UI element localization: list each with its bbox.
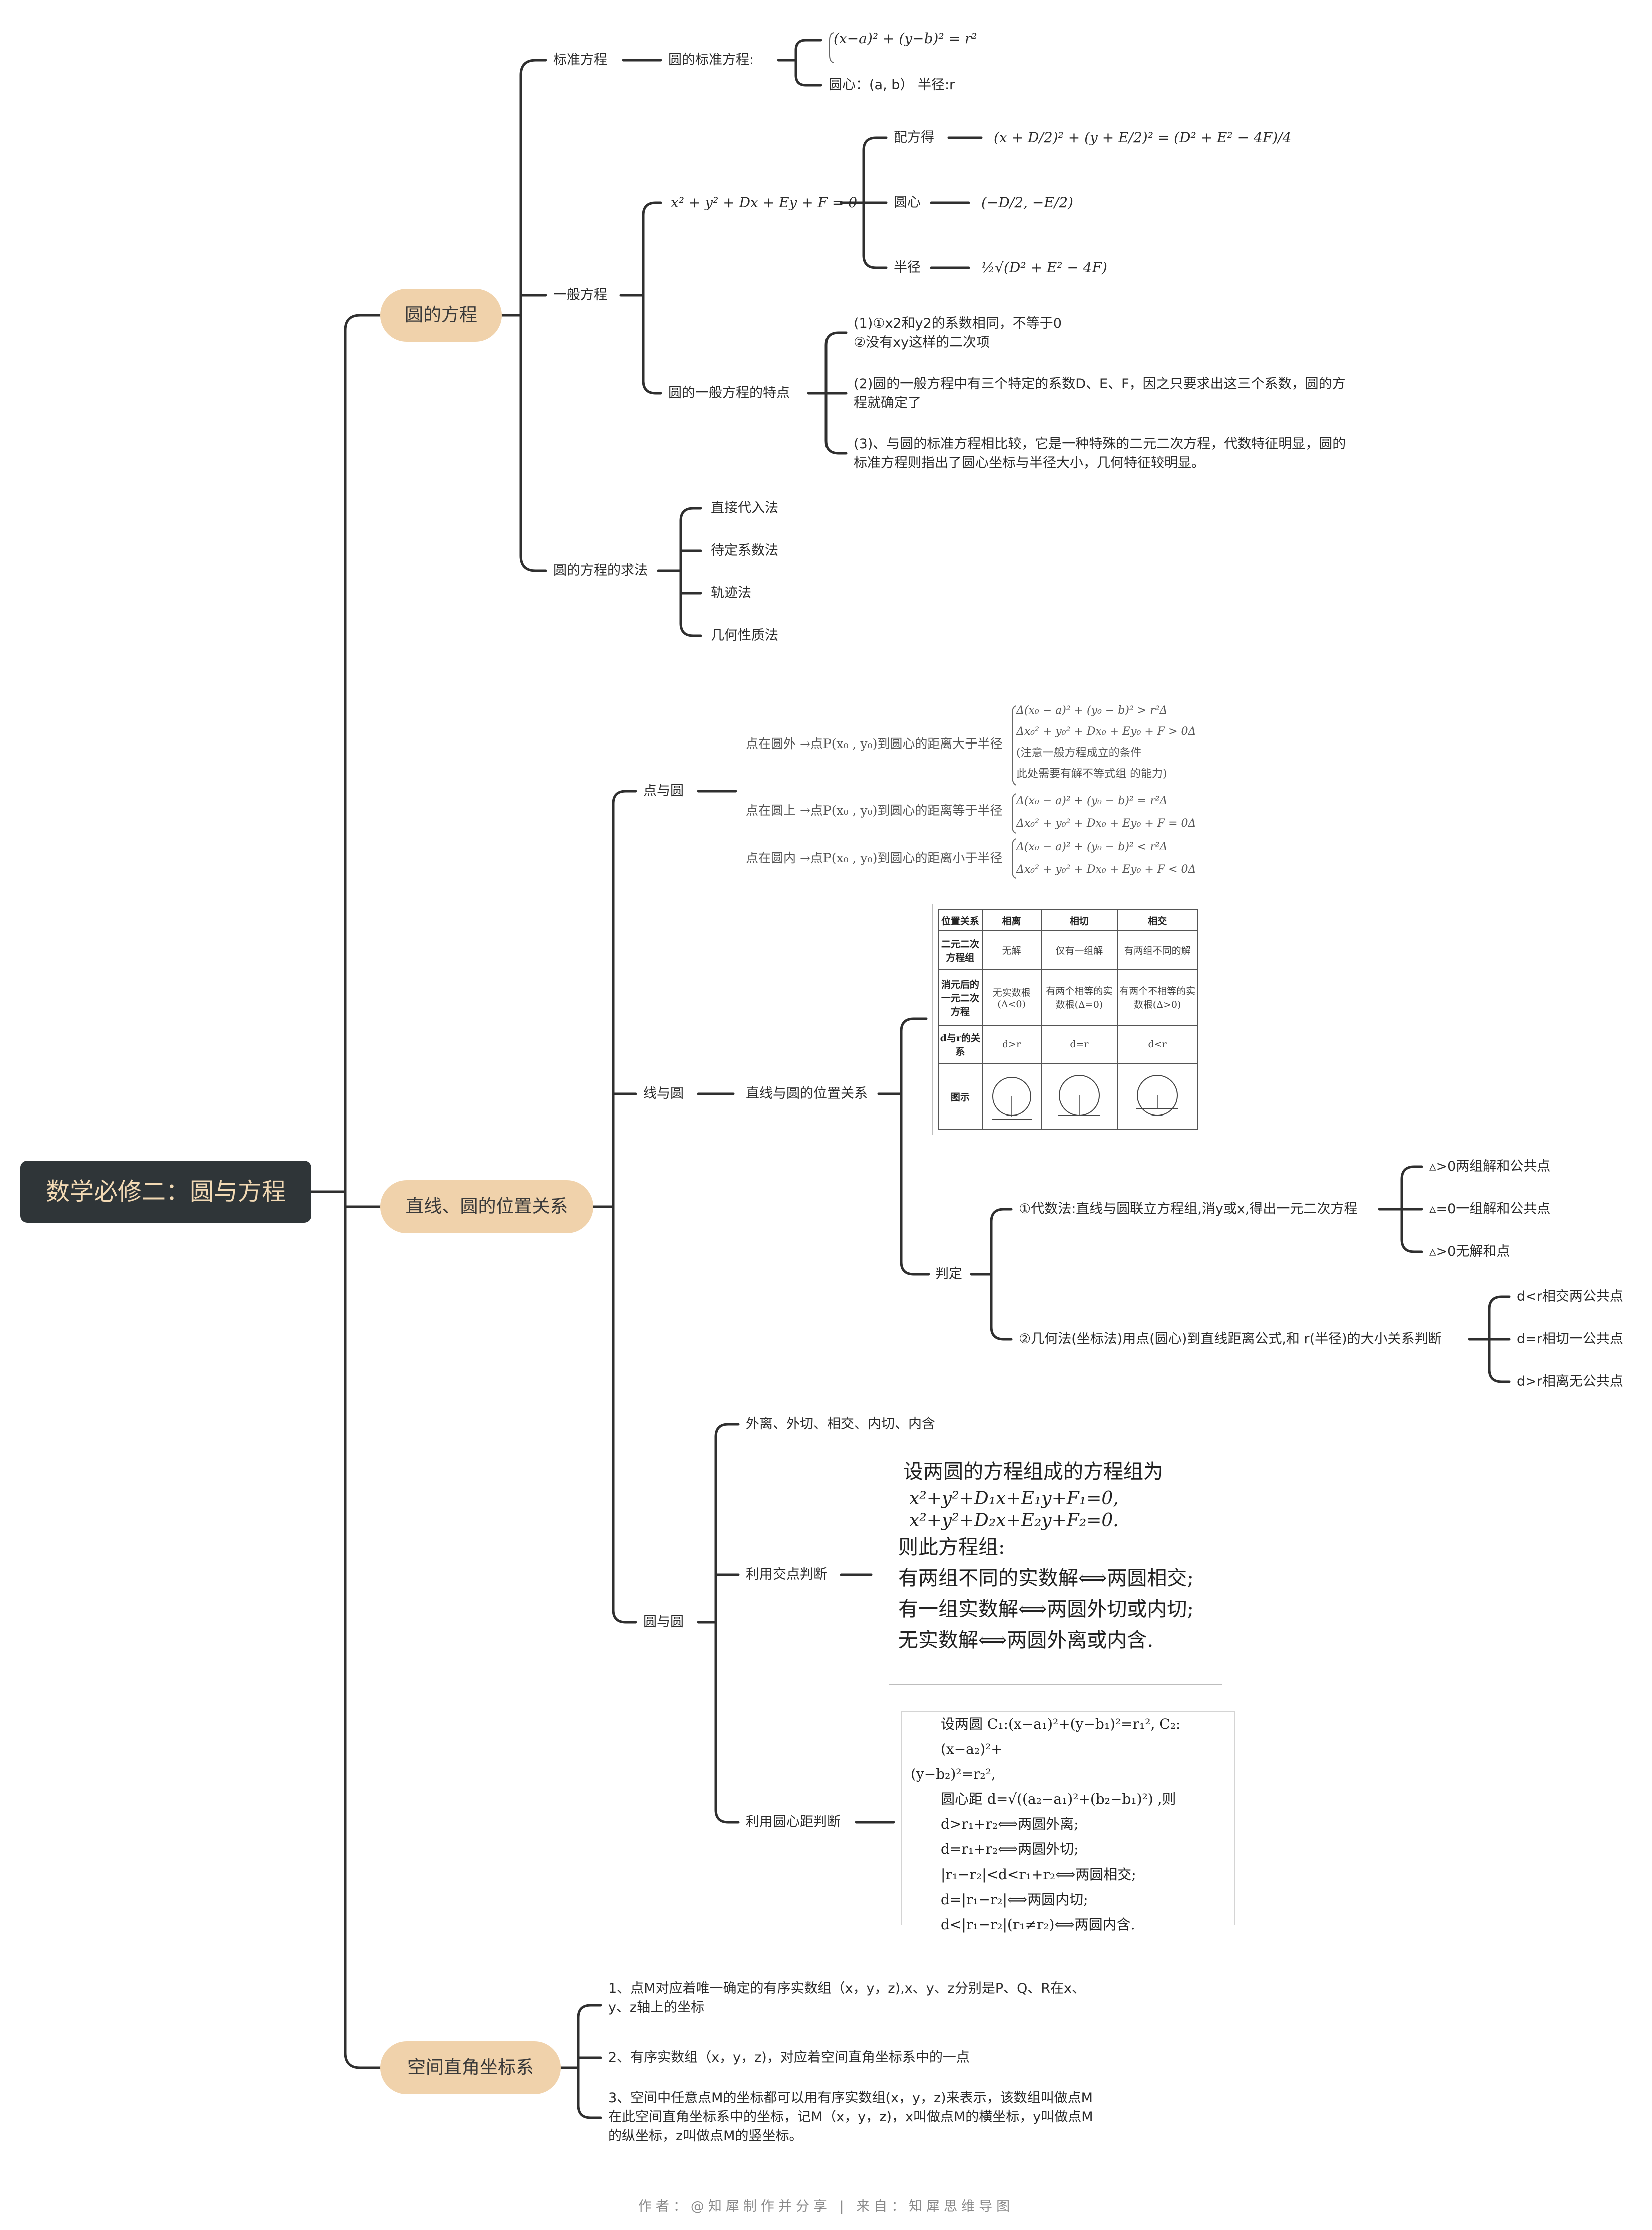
point-inside-f1: Δ(x₀ − a)² + (y₀ − b)² < r²Δ [1016,841,1168,853]
point-outside-f3: (注意一般方程成立的条件 [1016,747,1142,759]
relation-table: 位置关系 相离 相切 相交 二元二次方程组 无解 仅有一组解 有两组不同的解 消… [938,909,1198,1130]
table-header-cell: 相切 [1040,909,1118,932]
node-intersection-judge[interactable]: 利用交点判断 [746,1567,827,1582]
node-solve-methods[interactable]: 圆的方程的求法 [553,563,648,578]
table-cell: 无实数根(Δ<0) [981,969,1042,1026]
table-header-cell: 相离 [981,909,1042,932]
node-general-equation[interactable]: 一般方程 [553,287,607,303]
node-complete-square[interactable]: 配方得 [894,130,934,145]
node-standard-center-radius[interactable]: 圆心：(a, b） 半径:r [829,77,955,93]
distance-line: (y−b₂)²=r₂², [911,1766,996,1782]
table-cell: 消元后的一元二次方程 [938,969,983,1026]
space-item[interactable]: 1、点M对应着唯一确定的有序实数组（x，y，z),x、y、z分别是P、Q、R在x… [608,1981,1086,2015]
feature-3[interactable]: (3)、与圆的标准方程相比较，它是一种特殊的二元二次方程，代数特征明显，圆的标准… [854,436,1346,471]
distance-line: d=r₁+r₂⟺两圆外切; [941,1841,1079,1857]
relation-table-image: 位置关系 相离 相切 相交 二元二次方程组 无解 仅有一组解 有两组不同的解 消… [932,904,1203,1135]
table-cell: d与r的关系 [938,1024,983,1065]
space-item[interactable]: 3、空间中任意点M的坐标都可以用有序实数组(x，y，z)来表示，该数组叫做点M在… [608,2090,1093,2144]
table-cell: 图示 [938,1063,983,1130]
feature-2[interactable]: (2)圆的一般方程中有三个特定的系数D、E、F，因之只要求出这三个系数，圆的方程… [854,376,1346,411]
table-cell: 有两组不同的解 [1117,930,1198,970]
alg-item[interactable]: ▵>0无解和点 [1429,1244,1510,1259]
distance-line: d>r₁+r₂⟺两圆外离; [941,1816,1079,1832]
node-algebraic-method[interactable]: ①代数法:直线与圆联立方程组,消y或x,得出一元二次方程 [1019,1201,1358,1217]
geo-item[interactable]: d>r相离无公共点 [1517,1374,1623,1389]
table-cell: d>r [981,1024,1042,1065]
intersect-line: 有两组不同的实数解⟺两圆相交; [898,1567,1194,1590]
distance-line: d<|r₁−r₂|(r₁≠r₂)⟺两圆内含. [941,1916,1135,1933]
formula-general-radius: ½√(D² + E² − 4F) [981,259,1107,276]
intersect-line: x²+y²+D₁x+E₁y+F₁=0, [909,1488,1119,1509]
node-judge[interactable]: 判定 [935,1266,962,1282]
point-on-f1: Δ(x₀ − a)² + (y₀ − b)² = r²Δ [1016,795,1168,807]
category-space-coordinates[interactable]: 空间直角坐标系 [380,2041,561,2094]
intersect-line: 有一组实数解⟺两圆外切或内切; [898,1598,1194,1621]
table-cell: 仅有一组解 [1040,930,1118,970]
point-inside-f2: Δx₀² + y₀² + Dx₀ + Ey₀ + F < 0Δ [1016,863,1196,876]
table-cell: 二元二次方程组 [938,930,983,970]
diagram-tangent [1040,1063,1118,1130]
diagram-intersect [1117,1063,1198,1130]
circle-separate-icon [991,1076,1032,1120]
alg-item[interactable]: ▵>0两组解和公共点 [1429,1159,1551,1174]
space-item[interactable]: 2、有序实数组（x，y，z)，对应着空间直角坐标系中的一点 [608,2050,970,2065]
intersect-line: x²+y²+D₂x+E₂y+F₂=0. [909,1510,1119,1531]
formula-general-eq[interactable]: x² + y² + Dx + Ey + F = 0 [671,194,858,211]
table-cell: 有两个不相等的实数根(Δ>0) [1117,969,1198,1026]
method-item[interactable]: 轨迹法 [711,585,751,601]
center-distance-method-image: 设两圆 C₁:(x−a₁)²+(y−b₁)²=r₁², C₂:(x−a₂)²+ … [901,1711,1235,1933]
category-circle-equation[interactable]: 圆的方程 [380,289,502,342]
table-cell: 有两个相等的实数根(Δ=0) [1040,969,1118,1026]
alg-item[interactable]: ▵=0一组解和公共点 [1429,1201,1551,1217]
method-item[interactable]: 直接代入法 [711,500,778,516]
table-header-cell: 位置关系 [938,909,983,932]
point-on[interactable]: 点在圆上 →点P(x₀ , y₀)到圆心的距离等于半径 [746,803,1003,818]
table-cell: d<r [1117,1024,1198,1065]
distance-line: d=|r₁−r₂|⟺两圆内切; [941,1891,1088,1908]
geo-item[interactable]: d=r相切一公共点 [1517,1331,1623,1347]
diagram-separate [981,1063,1042,1130]
node-standard-eq-sub[interactable]: 圆的标准方程: [668,52,754,68]
node-center-distance-judge[interactable]: 利用圆心距判断 [746,1814,841,1830]
method-item[interactable]: 待定系数法 [711,543,778,558]
formula-general-center: (−D/2, −E/2) [981,194,1073,211]
formula-complete-square: (x + D/2)² + (y + E/2)² = (D² + E² − 4F)… [994,129,1292,146]
formula-standard: (x−a)² + (y−b)² = r² [834,30,977,47]
table-cell: d=r [1040,1024,1118,1065]
point-outside[interactable]: 点在圆外 →点P(x₀ , y₀)到圆心的距离大于半径 [746,736,1003,751]
root-title[interactable]: 数学必修二：圆与方程 [20,1161,311,1223]
node-point-circle[interactable]: 点与圆 [643,783,684,799]
circle-tangent-icon [1058,1074,1100,1116]
table-cell: 无解 [981,930,1042,970]
point-outside-f2: Δx₀² + y₀² + Dx₀ + Ey₀ + F > 0Δ [1016,725,1196,738]
node-line-circle-relation[interactable]: 直线与圆的位置关系 [746,1086,868,1101]
footer-credit: 作者：@知犀制作并分享 | 来自：知犀思维导图 [638,2199,1014,2214]
distance-line: 圆心距 d=√((a₂−a₁)²+(b₂−b₁)²) ,则 [941,1791,1176,1807]
point-outside-f1: Δ(x₀ − a)² + (y₀ − b)² > r²Δ [1016,704,1168,717]
method-item[interactable]: 几何性质法 [711,628,778,643]
node-general-radius[interactable]: 半径 [894,260,921,275]
intersect-line: 则此方程组: [898,1536,1005,1559]
point-on-f2: Δx₀² + y₀² + Dx₀ + Ey₀ + F = 0Δ [1016,817,1196,830]
point-inside[interactable]: 点在圆内 →点P(x₀ , y₀)到圆心的距离小于半径 [746,851,1003,865]
node-standard-equation[interactable]: 标准方程 [553,52,607,68]
intersection-method-image: 设两圆的方程组成的方程组为 x²+y²+D₁x+E₁y+F₁=0, x²+y²+… [889,1456,1222,1685]
category-line-circle-relation[interactable]: 直线、圆的位置关系 [380,1180,593,1233]
node-circle-circle[interactable]: 圆与圆 [643,1614,684,1630]
table-header-cell: 相交 [1117,909,1198,932]
feature-1[interactable]: (1)①x2和y2的系数相同，不等于0 ②没有xy这样的二次项 [854,316,1062,350]
intersect-line: 设两圆的方程组成的方程组为 [903,1460,1163,1483]
distance-line: 设两圆 C₁:(x−a₁)²+(y−b₁)²=r₁², C₂:(x−a₂)²+ [941,1716,1181,1757]
node-geometric-method[interactable]: ②几何法(坐标法)用点(圆心)到直线距离公式,和 r(半径)的大小关系判断 [1019,1331,1442,1347]
point-outside-f4: 此处需要有解不等式组 的能力) [1016,768,1167,780]
intersect-line: 无实数解⟺两圆外离或内含. [898,1629,1154,1652]
circle-intersect-icon [1136,1074,1179,1116]
node-general-features[interactable]: 圆的一般方程的特点 [668,385,790,401]
node-line-circle[interactable]: 线与圆 [643,1086,684,1101]
circle-kinds[interactable]: 外离、外切、相交、内切、内含 [746,1416,935,1432]
geo-item[interactable]: d<r相交两公共点 [1517,1289,1623,1304]
node-general-center[interactable]: 圆心 [894,195,921,210]
distance-line: |r₁−r₂|<d<r₁+r₂⟺两圆相交; [941,1866,1136,1883]
